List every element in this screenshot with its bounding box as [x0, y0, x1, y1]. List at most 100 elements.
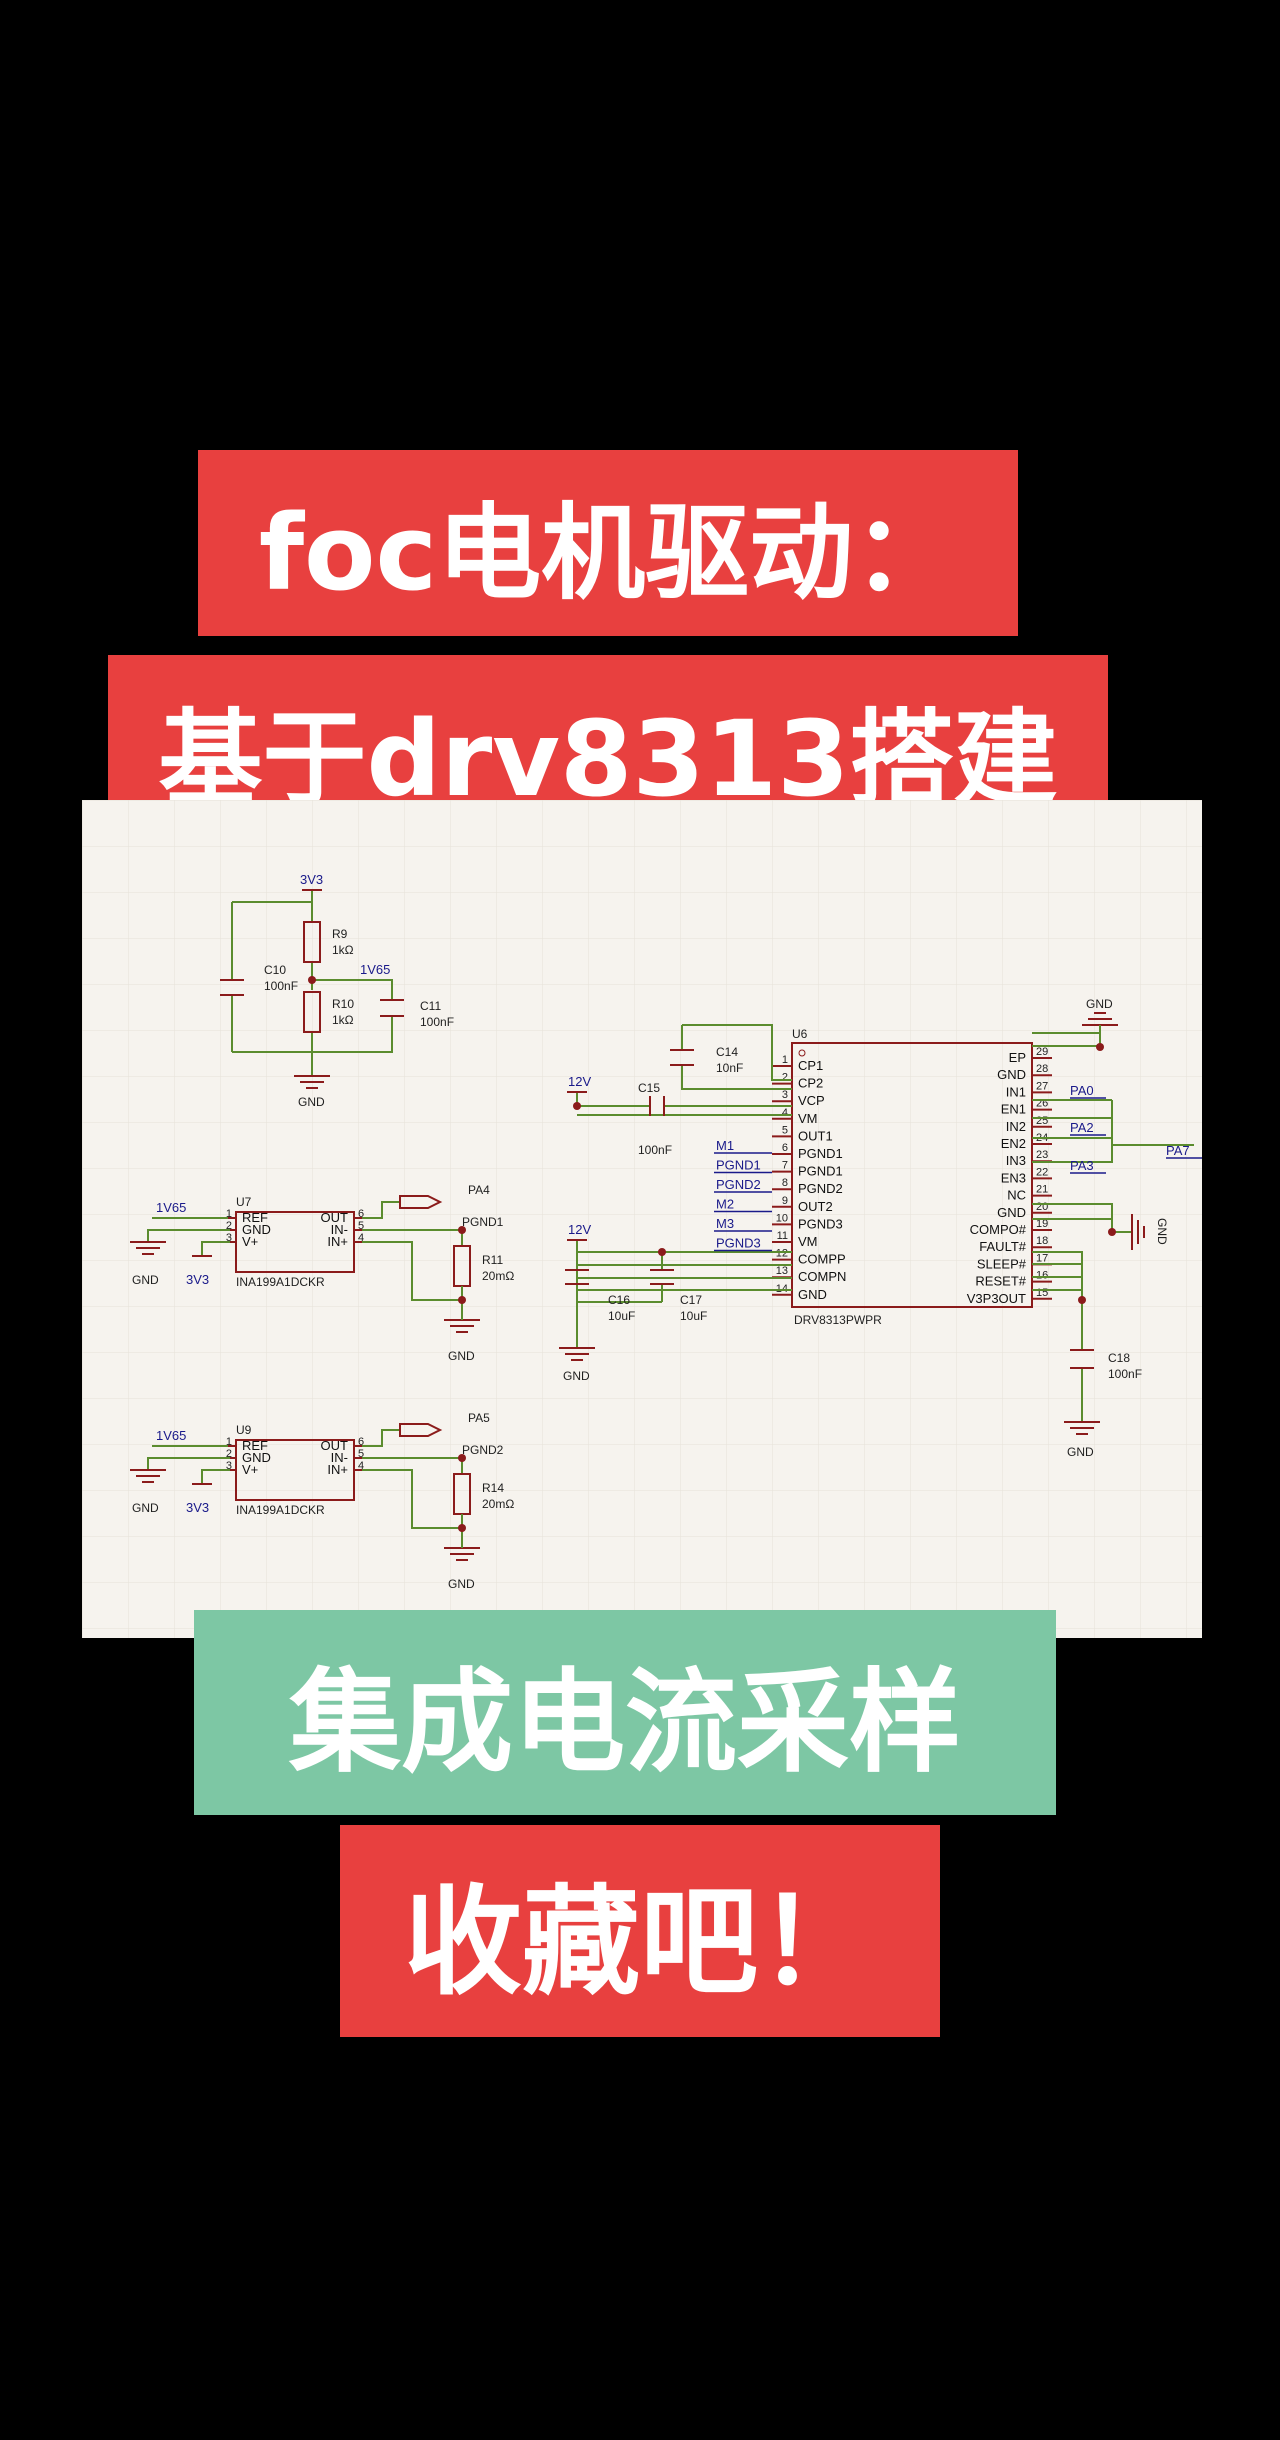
amp-pin-name: GND — [242, 1222, 271, 1237]
c10-value: 100nF — [264, 979, 298, 993]
driver-right-pin-num: 29 — [1036, 1046, 1048, 1058]
amp2-vplus-net: 3V3 — [186, 1500, 209, 1515]
amp-pin-num: 2 — [226, 1220, 232, 1232]
driver-right-pin-name: COMPO# — [970, 1222, 1027, 1237]
driver-left-pin-name: CP2 — [798, 1076, 823, 1091]
driver-left-pin-num: 2 — [782, 1072, 788, 1084]
driver-left-pin-num: 14 — [776, 1283, 788, 1295]
c16-symbol — [565, 1269, 589, 1285]
divider-mid-net: 1V65 — [360, 962, 390, 977]
c14-value: 10nF — [716, 1061, 743, 1075]
driver-right-net: PA0 — [1070, 1083, 1094, 1098]
driver-right-net: PA2 — [1070, 1120, 1094, 1135]
supply-a-label: 12V — [568, 1074, 591, 1089]
c10-symbol — [220, 979, 244, 996]
driver-right-pin-num: 25 — [1036, 1115, 1048, 1127]
driver-right-pin-name: GND — [997, 1067, 1026, 1082]
driver-left-pin-name: COMPN — [798, 1269, 846, 1284]
amp-pin-num: 1 — [226, 1208, 232, 1220]
pa4-port — [399, 1195, 443, 1209]
driver-wiring — [576, 1024, 1194, 1422]
c18-gnd-label: GND — [1067, 1445, 1094, 1459]
driver-left-pin-num: 12 — [776, 1248, 788, 1260]
amp1-gnd-symbol — [130, 1241, 166, 1255]
driver-left-pin-num: 3 — [782, 1089, 788, 1101]
c18-gnd-symbol — [1064, 1421, 1100, 1435]
amp1-vplus-net: 3V3 — [186, 1272, 209, 1287]
amp1-designator: U7 — [236, 1195, 252, 1209]
pin1-marker — [798, 1049, 806, 1057]
ep-junction — [1096, 1043, 1104, 1051]
amp-pin-num: 2 — [226, 1448, 232, 1460]
amp1-gnd-label: GND — [132, 1273, 159, 1287]
driver-left-pin-name: VM — [798, 1111, 818, 1126]
c15-value: 100nF — [638, 1143, 672, 1157]
amp1-sense-net: PGND1 — [462, 1215, 504, 1229]
driver-left-pin-name: PGND1 — [798, 1164, 843, 1179]
c14-label: C14 — [716, 1045, 738, 1059]
divider-supply-label: 3V3 — [300, 872, 323, 887]
driver-left-pin-num: 4 — [782, 1107, 788, 1119]
amp-pin-num: 3 — [226, 1460, 232, 1472]
amp-pin-num: 5 — [358, 1448, 364, 1460]
driver-right-pin-name: SLEEP# — [977, 1256, 1027, 1271]
driver-left-pin-num: 7 — [782, 1160, 788, 1172]
pa5-port — [399, 1423, 443, 1437]
amp2-ref-net: 1V65 — [156, 1428, 186, 1443]
driver-left-gnd-symbol — [559, 1347, 595, 1361]
c17-value: 10uF — [680, 1309, 707, 1323]
driver-right-pin-num: 28 — [1036, 1063, 1048, 1075]
r11-label: R11 — [482, 1253, 503, 1267]
driver-left-net: PGND3 — [716, 1236, 761, 1251]
driver-right-pin-num: 21 — [1036, 1184, 1048, 1196]
driver-left-pin-name: CP1 — [798, 1058, 823, 1073]
cta-banner: 收藏吧！ — [340, 1825, 940, 2037]
driver-left-pin-num: 5 — [782, 1124, 788, 1136]
driver-left-net: M3 — [716, 1216, 734, 1231]
r11-value: 20mΩ — [482, 1269, 514, 1283]
r9-symbol — [303, 921, 321, 963]
c18-symbol — [1070, 1349, 1094, 1369]
amp2-gnd-symbol — [130, 1469, 166, 1483]
driver-right-pin-num: 16 — [1036, 1270, 1048, 1282]
driver-left-net: M1 — [716, 1138, 734, 1153]
r9-label: R9 — [332, 927, 348, 941]
driver-left-pin-name: GND — [798, 1287, 827, 1302]
divider-junction — [308, 976, 316, 984]
pa5-label: PA5 — [468, 1411, 490, 1425]
driver-right-pin-name: IN1 — [1006, 1084, 1026, 1099]
driver-left-pin-num: 9 — [782, 1195, 788, 1207]
driver-right-pin-num: 22 — [1036, 1166, 1048, 1178]
title-line-1: foc电机驱动： — [258, 491, 958, 614]
driver-left-pin-name: VCP — [798, 1093, 825, 1108]
c11-value: 100nF — [420, 1015, 454, 1029]
amp-pin-name: OUT — [321, 1210, 349, 1225]
c16-label: C16 — [608, 1293, 630, 1307]
driver-right-net: PA7 — [1166, 1143, 1190, 1158]
amp-pin-name: IN- — [331, 1450, 348, 1465]
schematic-drawing: 3V3 R9 1kΩ R10 1kΩ C10 100nF C11 100nF 1… — [82, 800, 1202, 1638]
subtitle-banner: 集成电流采样 — [194, 1610, 1056, 1815]
divider-gnd-symbol — [294, 1075, 330, 1089]
r10-value: 1kΩ — [332, 1013, 354, 1027]
r10-symbol — [303, 991, 321, 1033]
amp-pin-num: 4 — [358, 1232, 364, 1244]
c15-symbol — [649, 1096, 665, 1116]
driver-right-net: PA3 — [1070, 1158, 1094, 1173]
driver-left-pin-num: 6 — [782, 1142, 788, 1154]
driver-left-pin-num: 11 — [777, 1230, 788, 1242]
driver-right-gnd-label: GND — [1155, 1218, 1169, 1245]
driver-left-pin-num: 10 — [776, 1212, 788, 1224]
driver-right-gnd-symbol — [1131, 1214, 1145, 1250]
driver-top-gnd-label: GND — [1086, 997, 1113, 1011]
driver-left-pin-name: PGND3 — [798, 1216, 843, 1231]
amp1-part: INA199A1DCKR — [236, 1275, 325, 1289]
driver-right-pin-name: EP — [1009, 1050, 1026, 1065]
driver-right-pin-num: 27 — [1036, 1080, 1048, 1092]
driver-part: DRV8313PWPR — [794, 1313, 882, 1327]
r10-label: R10 — [332, 997, 354, 1011]
c18-label: C18 — [1108, 1351, 1130, 1365]
amp-pin-name: IN+ — [327, 1234, 348, 1249]
